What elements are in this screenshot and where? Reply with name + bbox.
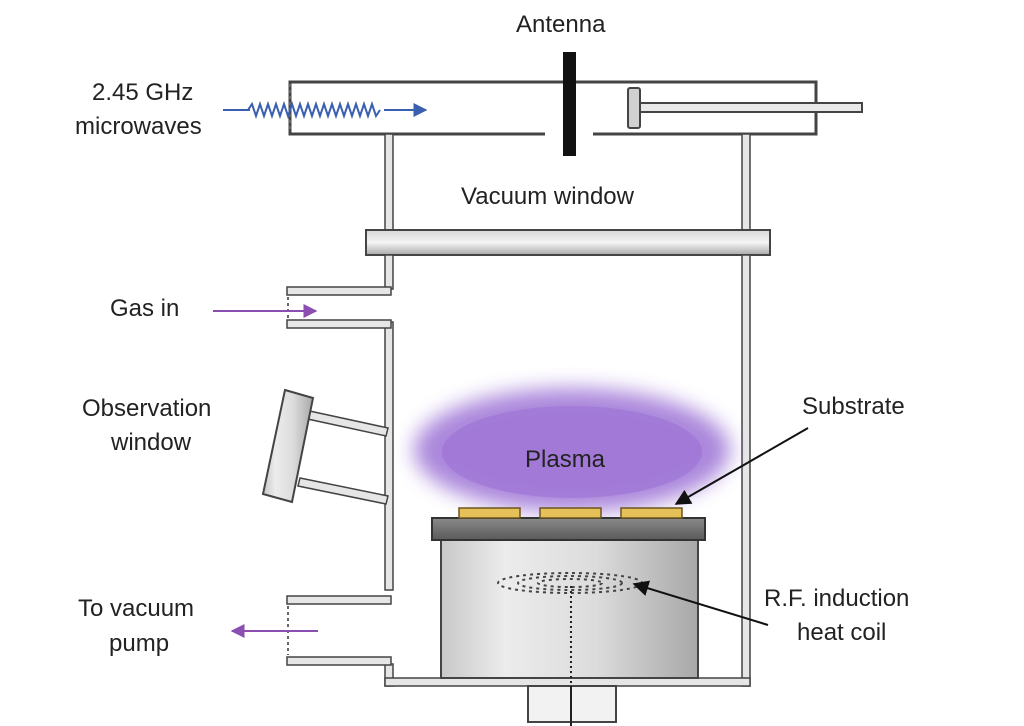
substrate-label: Substrate bbox=[802, 393, 905, 420]
rf-coil-label-line1: R.F. induction bbox=[764, 585, 910, 612]
substrates bbox=[458, 507, 683, 519]
plasma-glow bbox=[414, 388, 730, 512]
plasma-label: Plasma bbox=[525, 446, 606, 473]
substrate-holder bbox=[431, 517, 706, 723]
observation-window bbox=[261, 388, 389, 505]
vacuum-pump-label-line1: To vacuum bbox=[78, 595, 195, 622]
microwave-wave bbox=[247, 100, 381, 120]
gas-in-label: Gas in bbox=[110, 295, 180, 322]
antenna-label: Antenna bbox=[516, 11, 606, 38]
vacuum-pump-label-line2: pump bbox=[109, 630, 170, 657]
microwaves-label-line2: microwaves bbox=[75, 113, 202, 140]
antenna-rod bbox=[563, 52, 576, 156]
main-chamber bbox=[384, 254, 751, 687]
observation-window-label-line1: Observation bbox=[82, 395, 212, 422]
gas-inlet-port bbox=[286, 286, 392, 329]
tuning-plunger bbox=[627, 87, 863, 129]
substrate-pointer-arrow bbox=[674, 427, 809, 505]
vacuum-window-flange bbox=[365, 229, 771, 256]
observation-window-label-line2: window bbox=[111, 429, 192, 456]
microwaves-label-line1: 2.45 GHz bbox=[92, 79, 194, 106]
rf-coil-label-line2: heat coil bbox=[797, 619, 887, 646]
vacuum-window-label: Vacuum window bbox=[461, 183, 634, 210]
coil-pointer-arrow bbox=[632, 580, 769, 626]
